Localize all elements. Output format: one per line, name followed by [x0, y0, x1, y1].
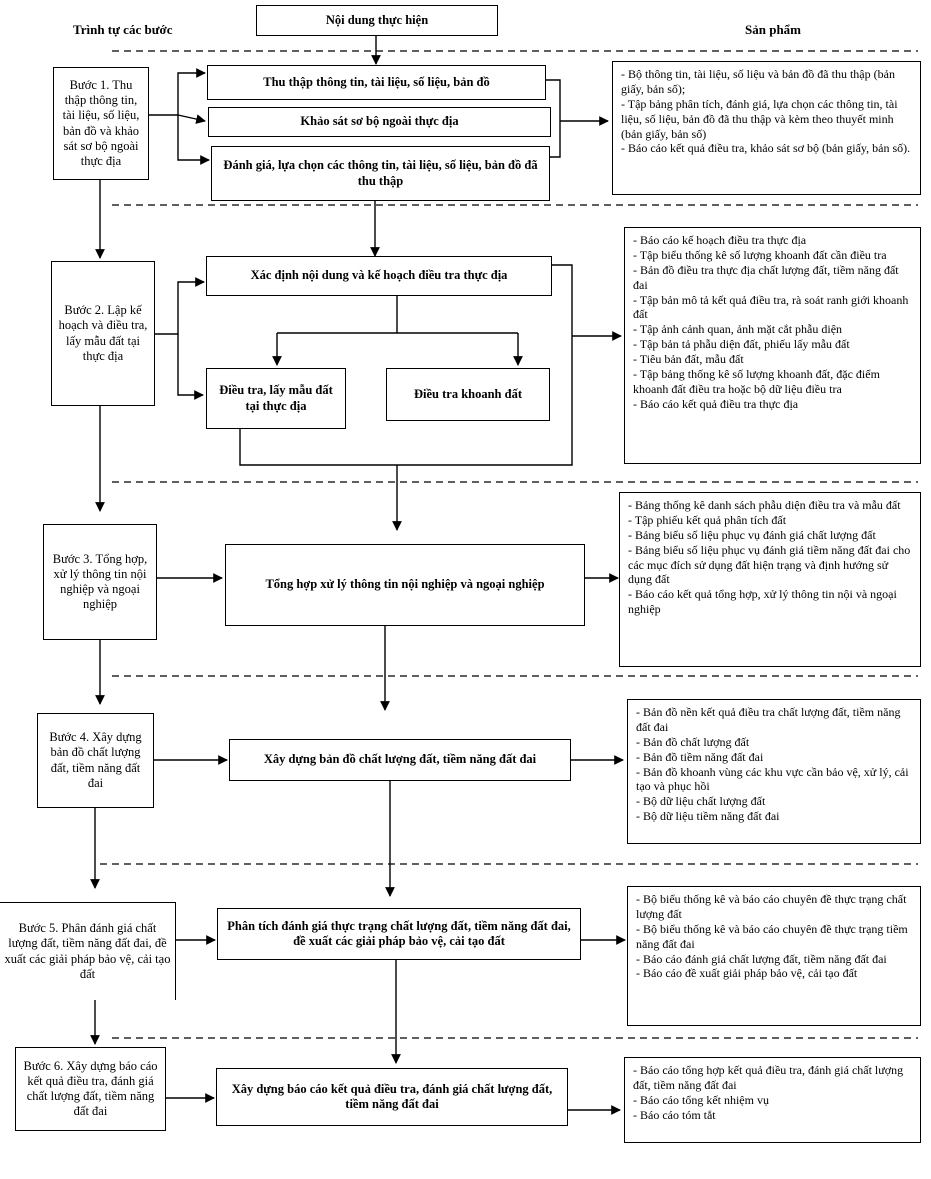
product-item: - Báo cáo tổng kết nhiệm vụ: [633, 1092, 769, 1107]
products-step-2: - Báo cáo kế hoạch điều tra thực địa - T…: [624, 227, 921, 464]
product-item: - Bản đồ chất lượng đất: [636, 734, 750, 749]
task-collect-data: Thu thập thông tin, tài liệu, số liệu, b…: [207, 65, 546, 100]
step-5-box: Bước 5. Phân đánh giá chất lượng đất, ti…: [0, 902, 176, 1000]
task-synthesize: Tổng hợp xử lý thông tin nội nghiệp và n…: [225, 544, 585, 626]
product-item: - Bảng biểu số liệu phục vụ đánh giá chấ…: [628, 527, 876, 542]
task-preliminary-survey: Khảo sát sơ bộ ngoài thực địa: [208, 107, 551, 137]
product-item: - Báo cáo đề xuất giải pháp bảo vệ, cải …: [636, 966, 858, 981]
product-item: - Tập bảng phân tích, đánh giá, lựa chọn…: [621, 96, 898, 141]
step-separators: [100, 50, 918, 1039]
task-final-report: Xây dựng báo cáo kết quả điều tra, đánh …: [216, 1068, 568, 1126]
product-item: - Báo cáo tóm tắt: [633, 1107, 716, 1122]
product-item: - Bản đồ khoanh vùng các khu vực cần bảo…: [636, 764, 909, 794]
task-evaluate-data: Đánh giá, lựa chọn các thông tin, tài li…: [211, 146, 550, 201]
product-item: - Bộ dữ liệu tiềm năng đất đai: [636, 809, 780, 824]
product-item: - Tập ảnh cảnh quan, ảnh mặt cắt phẫu di…: [633, 322, 843, 337]
product-item: - Tập bảng thống kê số lượng khoanh đất,…: [633, 366, 880, 396]
product-item: - Báo cáo kết quả điều tra, khảo sát sơ …: [621, 141, 911, 156]
product-item: - Tiêu bản đất, mẫu đất: [633, 352, 744, 366]
product-item: - Bản đồ nền kết quả điều tra chất lượng…: [636, 705, 901, 734]
task-field-plan: Xác định nội dung và kế hoạch điều tra t…: [206, 256, 552, 296]
product-item: - Tập phiếu kết quả phân tích đất: [628, 512, 787, 527]
product-item: - Bảng biểu số liệu phục vụ đánh giá tiề…: [628, 542, 911, 587]
product-item: - Báo cáo kết quả điều tra thực địa: [633, 396, 799, 411]
product-item: - Bộ dữ liệu chất lượng đất: [636, 794, 766, 809]
product-item: - Bộ biểu thống kê và báo cáo chuyên đề …: [636, 892, 907, 921]
products-step-1: - Bộ thông tin, tài liệu, số liệu và bản…: [612, 61, 921, 195]
step-6-box: Bước 6. Xây dựng báo cáo kết quả điều tr…: [15, 1047, 166, 1131]
task-build-maps: Xây dựng bản đồ chất lượng đất, tiềm năn…: [229, 739, 571, 781]
product-item: - Bộ biểu thống kê và báo cáo chuyên đề …: [636, 921, 908, 951]
product-item: - Tập bản mô tả kết quả điều tra, rà soá…: [633, 292, 909, 322]
step-2-box: Bước 2. Lập kế hoạch và điều tra, lấy mẫ…: [51, 261, 155, 406]
product-item: - Báo cáo tổng hợp kết quả điều tra, đán…: [633, 1063, 904, 1092]
content-column-header: Nội dung thực hiện: [256, 5, 498, 36]
products-column-header: Sản phẩm: [745, 22, 801, 37]
product-item: - Bản đồ tiềm năng đất đai: [636, 749, 764, 764]
step-3-box: Bước 3. Tổng hợp, xử lý thông tin nội ng…: [43, 524, 157, 640]
products-step-4: - Bản đồ nền kết quả điều tra chất lượng…: [627, 699, 921, 844]
product-item: - Báo cáo đánh giá chất lượng đất, tiềm …: [636, 951, 887, 966]
product-item: - Bảng thống kê danh sách phẫu diện điều…: [628, 498, 901, 512]
product-item: - Báo cáo kế hoạch điều tra thực địa: [633, 233, 807, 247]
product-item: - Bộ thông tin, tài liệu, số liệu và bản…: [621, 67, 895, 96]
product-item: - Bản đồ điều tra thực địa chất lượng đấ…: [633, 262, 899, 292]
product-item: - Tập biểu thống kê số lượng khoanh đất …: [633, 247, 887, 262]
product-item: - Tập bản tả phẫu diện đất, phiếu lấy mẫ…: [633, 337, 850, 352]
steps-column-header: Trình tự các bước: [73, 22, 173, 37]
task-soil-sampling: Điều tra, lấy mẫu đất tại thực địa: [206, 368, 346, 429]
product-item: - Báo cáo kết quả tổng hợp, xử lý thông …: [628, 587, 897, 617]
products-step-6: - Báo cáo tổng hợp kết quả điều tra, đán…: [624, 1057, 921, 1143]
products-step-3: - Bảng thống kê danh sách phẫu diện điều…: [619, 492, 921, 667]
step-4-box: Bước 4. Xây dựng bản đồ chất lượng đất, …: [37, 713, 154, 808]
task-parcel-survey: Điều tra khoanh đất: [386, 368, 550, 421]
step-1-box: Bước 1. Thu thập thông tin, tài liệu, số…: [53, 67, 149, 180]
products-step-5: - Bộ biểu thống kê và báo cáo chuyên đề …: [627, 886, 921, 1026]
task-analyze-evaluate: Phân tích đánh giá thực trạng chất lượng…: [217, 908, 581, 960]
